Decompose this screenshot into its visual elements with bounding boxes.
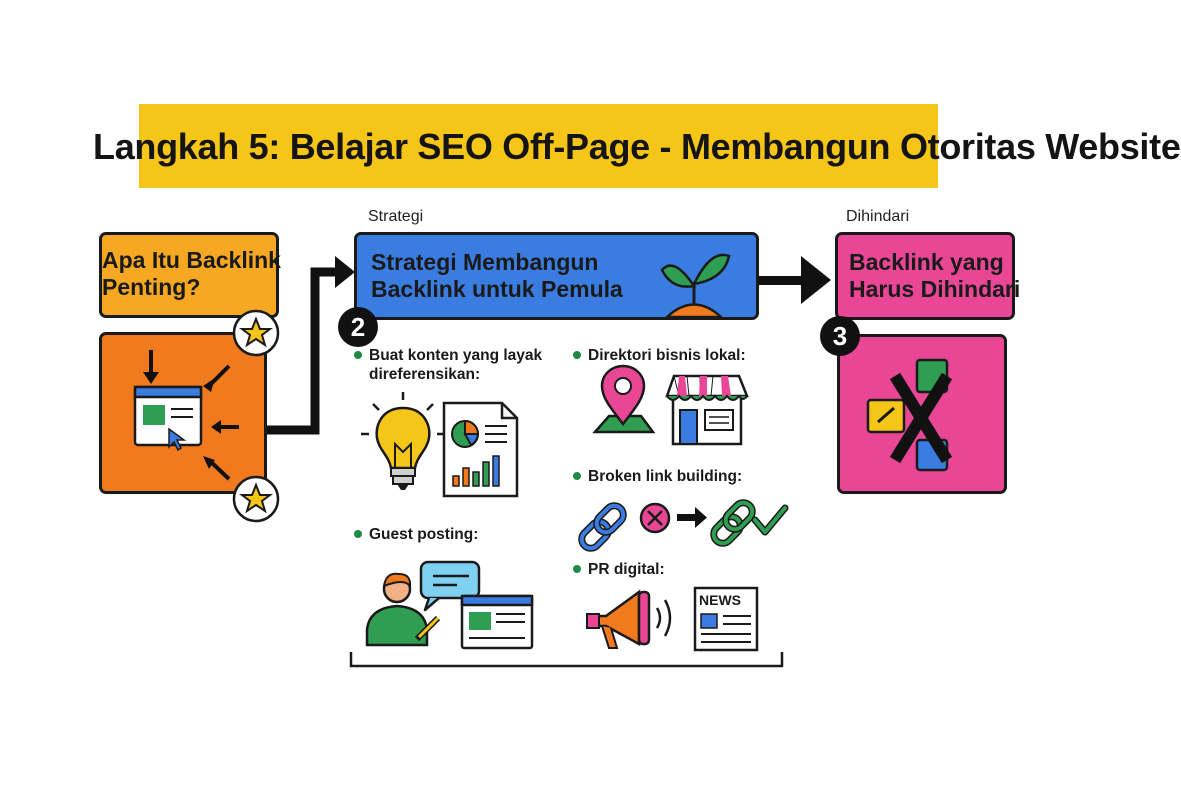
left-title-line2: Penting?: [102, 274, 201, 300]
chat-bubble-icon: [419, 560, 481, 612]
strategy-title-line1: Strategi Membangun: [371, 249, 599, 275]
connector-arrow-icon: [267, 256, 355, 435]
infographic-stage: Langkah 5: Belajar SEO Off-Page - Memban…: [93, 104, 1181, 704]
strategy-item-label: Direktori bisnis lokal:: [573, 347, 746, 364]
broken-link-icon: [578, 502, 627, 552]
avoid-title-box: Backlink yang Harus Dihindari: [835, 232, 1020, 320]
connector-arrow-icon: [757, 256, 831, 304]
map-pin-icon: [592, 364, 656, 434]
checkmark-icon: [751, 504, 789, 536]
infographic-viewport: Langkah 5: Belajar SEO Off-Page - Memban…: [93, 104, 1181, 704]
banner-title: Langkah 5: Belajar SEO Off-Page - Memban…: [93, 126, 1181, 167]
newspaper-label: NEWS: [699, 592, 741, 608]
title-banner: Langkah 5: Belajar SEO Off-Page - Memban…: [93, 104, 1181, 188]
bad-link-icon: [866, 358, 949, 472]
avoid-illustration: [866, 358, 953, 472]
avoid-step-number: 3: [820, 316, 860, 356]
strategy-item-label: Broken link building:: [572, 468, 743, 485]
writer-person-icon: [365, 572, 441, 647]
star-badge-icon: [232, 309, 280, 357]
strategy-illustrations: NEWS: [349, 364, 789, 668]
left-title-line1: Apa Itu Backlink: [102, 247, 281, 273]
left-title-box: Apa Itu Backlink Penting?: [99, 232, 281, 318]
megaphone-icon: [586, 589, 672, 649]
storefront-icon: [665, 374, 749, 446]
strategy-item-label: PR digital:: [573, 561, 665, 578]
left-panel-illustration: [133, 256, 831, 523]
strategy-title-line2: Backlink untuk Pemula: [371, 276, 623, 302]
avoid-title-line2: Harus Dihindari: [849, 276, 1021, 302]
report-document-icon: [442, 401, 519, 498]
avoid-title-line1: Backlink yang: [849, 249, 1004, 275]
avoid-caption: Dihindari: [846, 208, 910, 225]
sprout-icon: [660, 253, 731, 319]
group-bracket: [349, 652, 784, 668]
star-badge-icon: [232, 475, 280, 523]
lightbulb-icon: [361, 392, 445, 490]
arrow-right-icon: [677, 507, 707, 528]
big-x-icon: [889, 372, 953, 464]
strategy-step-number: 2: [338, 307, 378, 347]
web-page-icon: [460, 594, 534, 650]
web-page-icon: [133, 385, 203, 452]
newspaper-icon: NEWS: [693, 586, 759, 652]
strategy-item-label: Guest posting:: [353, 526, 479, 543]
strategy-caption: Strategi: [368, 208, 424, 225]
strategy-item-label: Buat konten yang layak direferensikan:: [354, 347, 543, 383]
link-icon: [710, 499, 756, 547]
x-circle-icon: [639, 502, 671, 534]
incoming-arrows-icon: [143, 350, 239, 481]
